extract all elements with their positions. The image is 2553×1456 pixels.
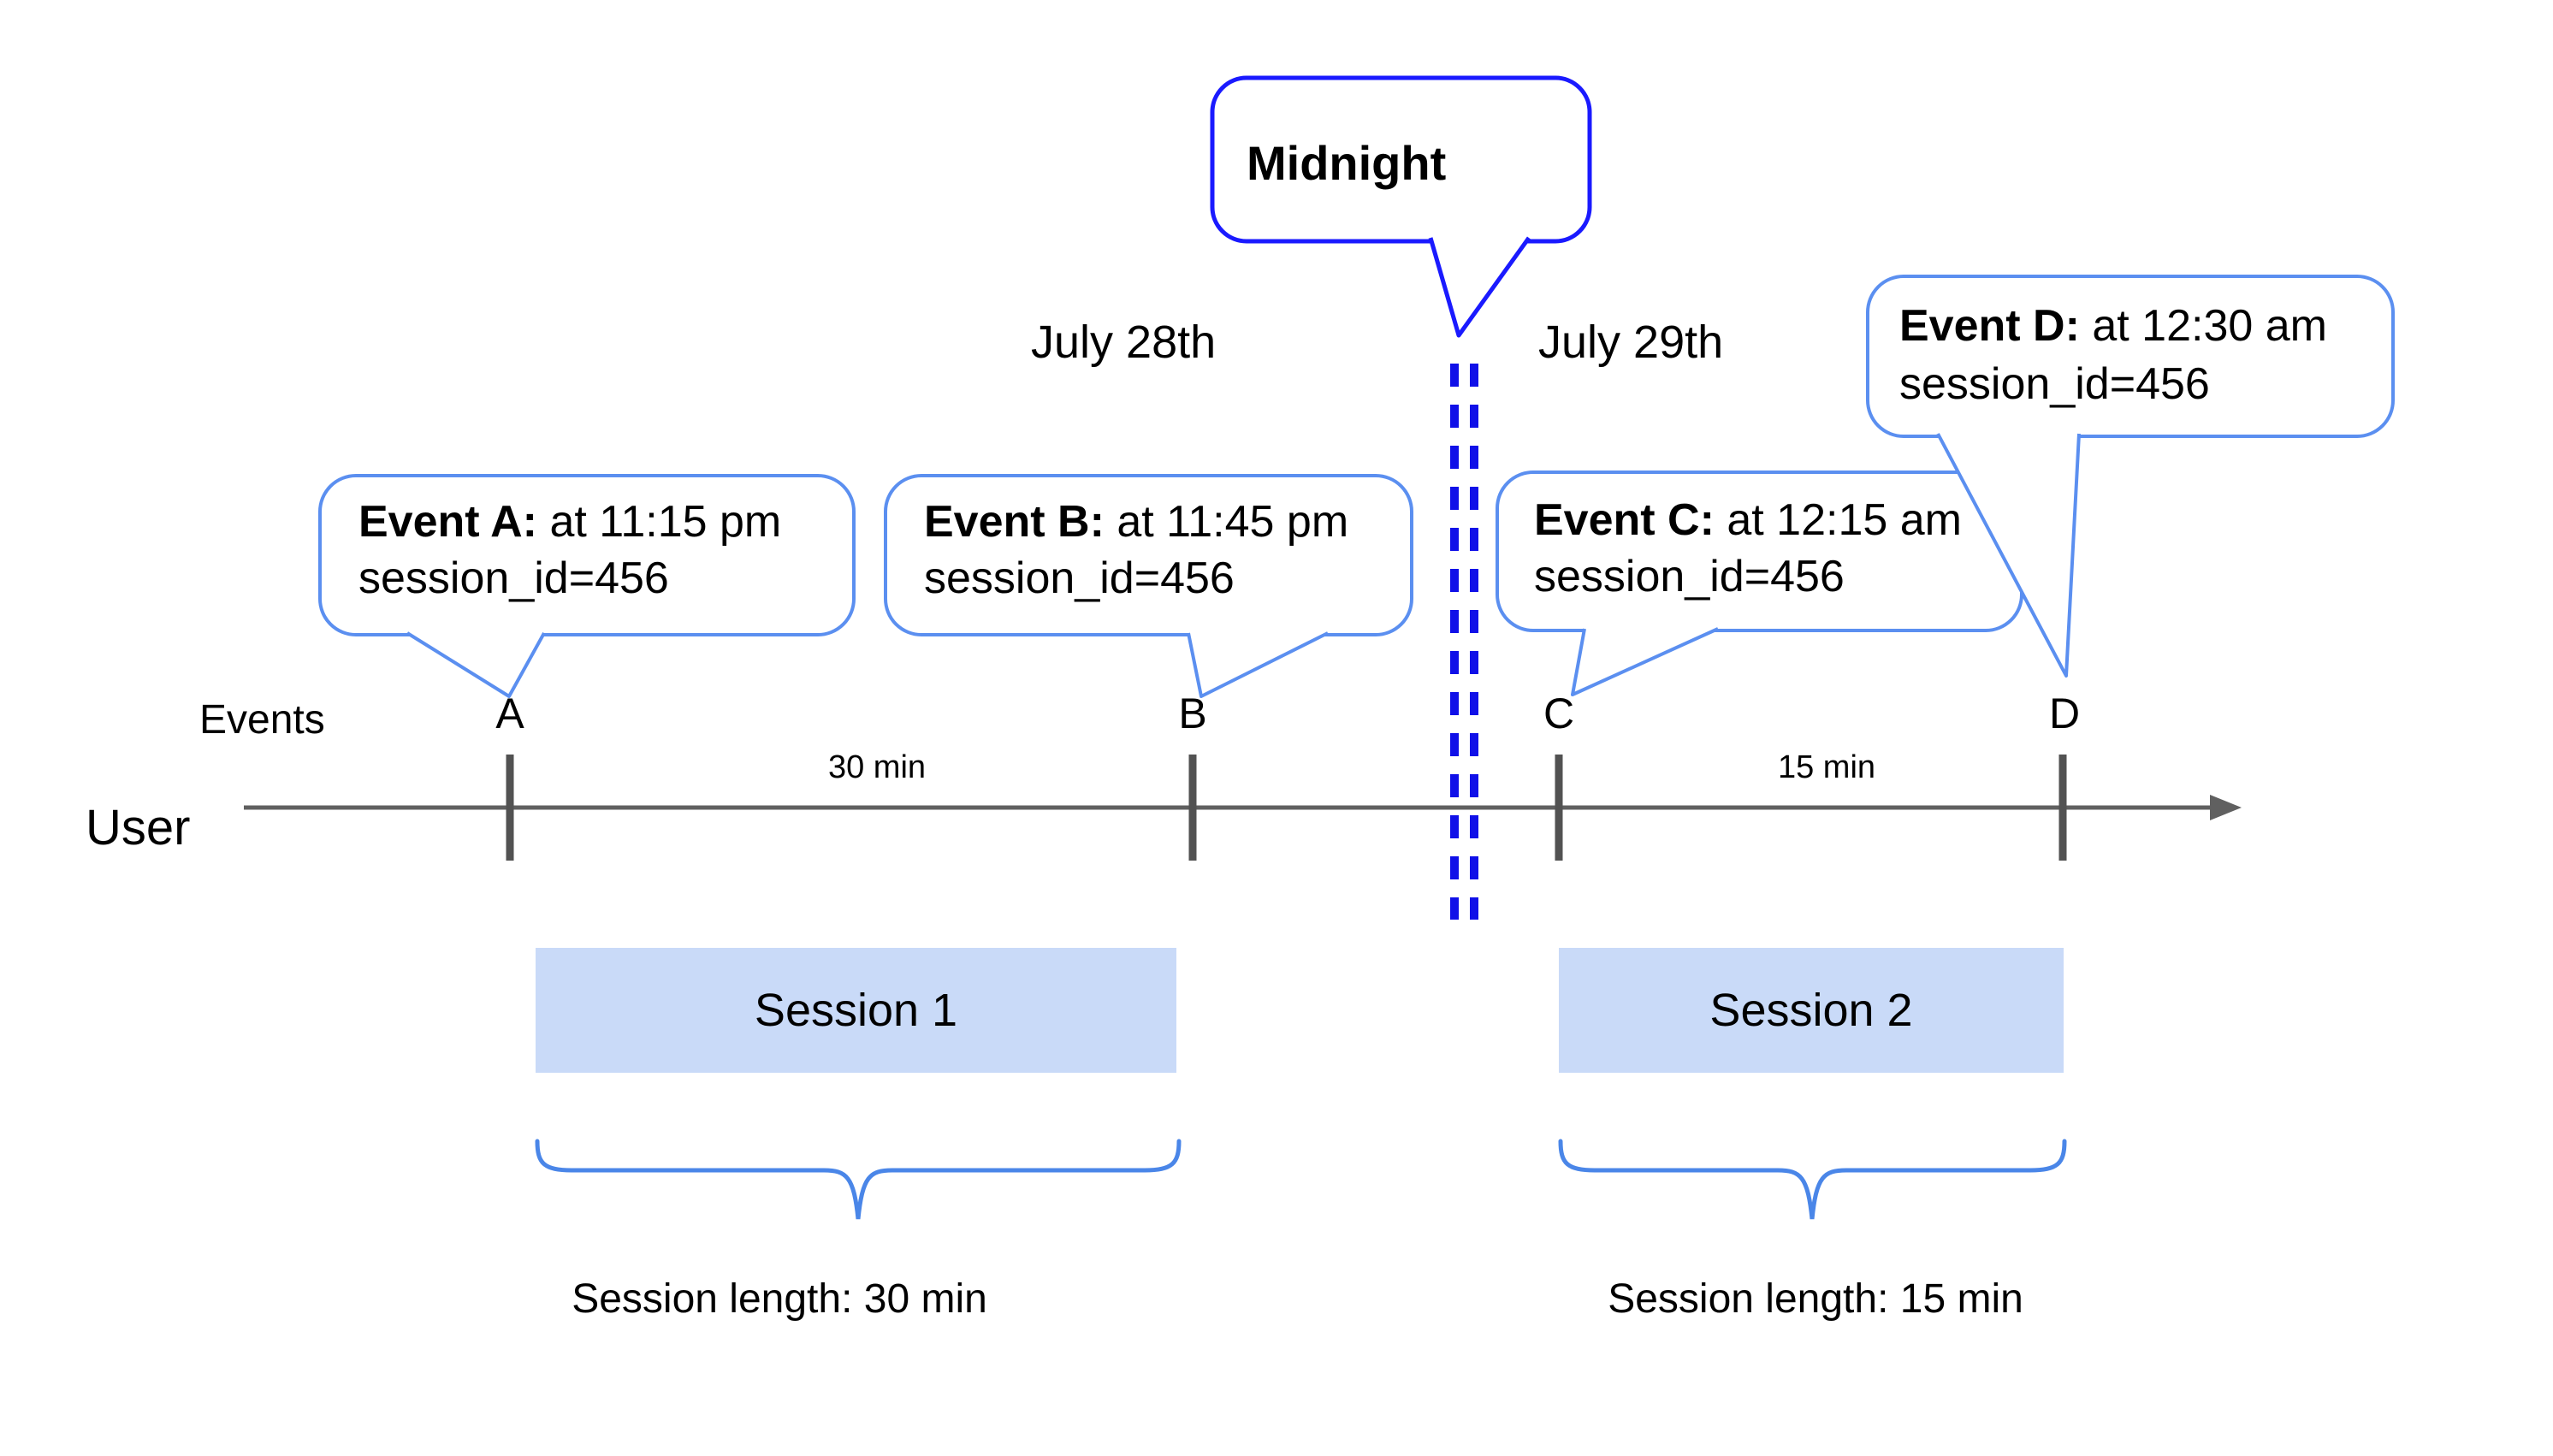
event-a-callout-title-bold: Event A: xyxy=(358,497,537,547)
event-d-callout-session-id: session_id=456 xyxy=(1899,359,2210,409)
interval-30-min-label: 30 min xyxy=(827,749,927,785)
event-d-callout-title-bold: Event D: xyxy=(1899,301,2080,351)
event-b-callout-title-rest: at 11:45 pm xyxy=(1104,497,1349,547)
event-d-callout-title: Event D: at 12:30 am xyxy=(1899,297,2327,355)
event-b-callout-tail xyxy=(1187,631,1329,698)
event-d-callout-text: Event D: at 12:30 am session_id=456 xyxy=(1899,297,2327,413)
event-d-callout-bubble xyxy=(1866,275,2395,438)
session-2-box-label: Session 2 xyxy=(1709,985,1913,1036)
session-2-box: Session 2 xyxy=(1559,948,2064,1073)
event-c-callout-title-bold: Event C: xyxy=(1534,495,1715,545)
event-c-callout-title-rest: at 12:15 am xyxy=(1714,495,1962,545)
midnight-label: Midnight xyxy=(1247,136,1447,190)
event-b-callout-title-bold: Event B: xyxy=(924,497,1105,547)
date-label-july-29: July 29th xyxy=(1538,317,1724,368)
event-a-callout-session-id: session_id=456 xyxy=(358,553,669,603)
event-b-callout-session-id: session_id=456 xyxy=(924,553,1235,603)
event-a-callout-title-rest: at 11:15 pm xyxy=(537,497,782,547)
event-d-callout-tail xyxy=(1936,433,2081,678)
event-b-callout-text: Event B: at 11:45 pm session_id=456 xyxy=(924,494,1348,607)
session-2-brace xyxy=(1558,1139,2067,1220)
event-c-callout-tail xyxy=(1571,627,1719,696)
session-1-length-label: Session length: 30 min xyxy=(572,1276,987,1322)
interval-15-min-label: 15 min xyxy=(1777,749,1876,785)
event-a-letter: A xyxy=(495,690,524,737)
session-1-brace xyxy=(535,1139,1182,1220)
event-a-callout-title: Event A: at 11:15 pm xyxy=(358,494,781,550)
session-2-length-label: Session length: 15 min xyxy=(1608,1276,2023,1322)
session-1-box-label: Session 1 xyxy=(754,985,958,1036)
event-c-callout-title: Event C: at 12:15 am xyxy=(1534,492,1962,548)
event-a-callout-bubble xyxy=(318,474,856,636)
event-a-callout-tail xyxy=(406,631,546,698)
event-b-callout-title: Event B: at 11:45 pm xyxy=(924,494,1348,550)
event-c-letter: C xyxy=(1543,690,1575,737)
session-1-box: Session 1 xyxy=(536,948,1176,1073)
event-b-letter: B xyxy=(1178,690,1207,737)
events-axis-label: Events xyxy=(199,697,325,743)
event-c-callout-session-id: session_id=456 xyxy=(1534,552,1845,601)
timeline-arrowhead xyxy=(2210,795,2242,820)
event-d-callout-title-rest: at 12:30 am xyxy=(2079,301,2327,351)
event-a-callout-text: Event A: at 11:15 pm session_id=456 xyxy=(358,494,781,607)
user-axis-label: User xyxy=(86,800,191,855)
event-c-callout-text: Event C: at 12:15 am session_id=456 xyxy=(1534,492,1962,605)
event-d-letter: D xyxy=(2048,690,2081,737)
midnight-callout-tail xyxy=(1428,236,1531,338)
midnight-callout-bubble xyxy=(1210,75,1592,244)
date-label-july-28: July 28th xyxy=(1031,317,1217,368)
event-b-callout-bubble xyxy=(884,474,1413,636)
